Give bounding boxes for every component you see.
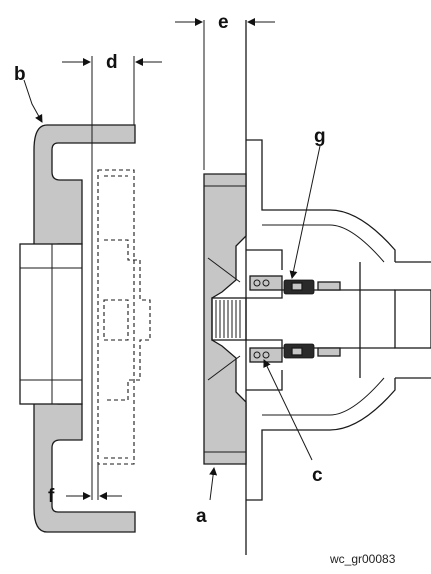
- pump-housing: [245, 20, 431, 555]
- seal-assembly: [249, 275, 315, 363]
- label-c: c: [312, 465, 323, 486]
- leader-c: [263, 359, 313, 461]
- label-b: b: [14, 64, 26, 85]
- pulley-section: [19, 124, 136, 533]
- label-a: a: [196, 506, 207, 527]
- leader-b: [23, 79, 43, 123]
- leader-g: [289, 145, 321, 279]
- reference-code: wc_gr00083: [329, 552, 396, 566]
- label-g: g: [314, 126, 326, 147]
- dimension-d: [62, 56, 162, 500]
- label-d: d: [106, 52, 118, 73]
- dimension-f: [66, 464, 122, 500]
- hub-outline-dashed: [97, 169, 151, 465]
- dimension-e: [175, 18, 275, 170]
- leader-a: [209, 467, 218, 501]
- label-f: f: [48, 486, 55, 507]
- label-e: e: [218, 12, 229, 33]
- shaft: [211, 290, 283, 348]
